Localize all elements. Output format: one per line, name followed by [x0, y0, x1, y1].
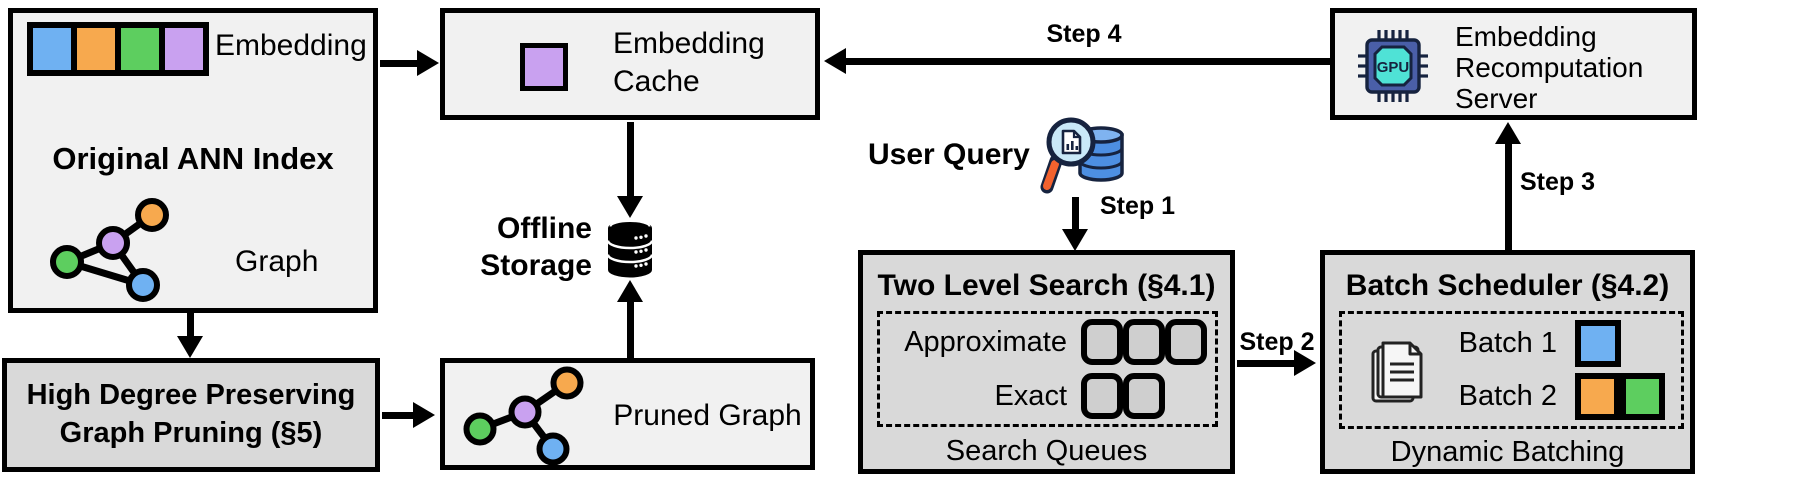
graph-pruning-title-line1: High Degree Preserving [26, 379, 356, 411]
approximate-label: Approximate [904, 325, 1067, 358]
arrow-cache-to-storage-shaft [627, 122, 634, 198]
arrow-step2-head [1294, 350, 1316, 376]
offline-storage-label-line1: Offline [497, 212, 592, 245]
batch-scheduler-title: Batch Scheduler (§4.2) [1345, 269, 1670, 302]
user-query-label: User Query [868, 138, 1030, 171]
embedding-vector-strip [27, 22, 209, 76]
original-graph-icon [50, 198, 169, 302]
arrow-step4-shaft [845, 58, 1330, 65]
arrow-pruned-to-storage-head [617, 280, 643, 302]
embedding-cell-orange [77, 28, 115, 70]
exact-queue-squares [1081, 373, 1209, 419]
server-label-line2: Recomputation [1455, 52, 1644, 83]
step1-label: Step 1 [1100, 192, 1176, 220]
pruned-graph-label: Pruned Graph [613, 399, 802, 432]
batch-scheduler-box: Batch Scheduler (§4.2) Batch 1 [1320, 250, 1695, 474]
batch1-squares [1575, 320, 1665, 367]
arrow-ann-to-pruning-shaft [187, 313, 194, 339]
search-queues-zone: Approximate Exact [877, 311, 1218, 427]
batch1-square-blue [1575, 320, 1621, 367]
arrow-ann-to-pruning-head [177, 336, 203, 358]
embedding-cell-purple [165, 28, 203, 70]
offline-storage-database-icon [606, 220, 654, 278]
cached-embedding-square [520, 43, 568, 91]
user-query-icon [1040, 117, 1124, 194]
original-ann-index-box: Embedding Original ANN Index Graph [8, 8, 378, 313]
arrow-pruned-to-storage-shaft [627, 300, 634, 358]
arrow-ann-to-cache-head [417, 50, 439, 76]
arrow-step1-shaft [1072, 197, 1079, 231]
pruned-graph-box: Pruned Graph [440, 358, 815, 470]
arrow-ann-to-cache-shaft [380, 60, 420, 67]
arrow-pruning-to-pruned-head [413, 402, 435, 428]
server-label-line1: Embedding [1455, 21, 1597, 52]
approximate-queue-squares [1081, 319, 1209, 365]
two-level-search-box: Two Level Search (§4.1) Approximate Exac… [858, 250, 1235, 474]
recomputation-server-box: GPU Embedding Recomputation Server [1330, 8, 1697, 120]
two-level-search-title: Two Level Search (§4.1) [877, 269, 1216, 302]
queue-square [1123, 319, 1165, 365]
arrow-step2-shaft [1237, 360, 1297, 367]
batch2-square-orange [1575, 373, 1620, 420]
documents-icon [1371, 341, 1423, 403]
step3-label: Step 3 [1520, 168, 1596, 196]
arrow-step1-head [1062, 229, 1088, 251]
queue-square [1123, 373, 1165, 419]
graph-pruning-title-line2: Graph Pruning (§5) [59, 417, 323, 449]
arrow-pruning-to-pruned-shaft [382, 412, 416, 419]
batch1-label: Batch 1 [1458, 327, 1557, 359]
step4-label: Step 4 [1046, 20, 1122, 48]
embedding-cache-box: Embedding Cache [440, 8, 820, 120]
server-label-line3: Server [1455, 83, 1538, 114]
embedding-strip-label: Embedding [215, 29, 367, 62]
gpu-icon-label: GPU [1377, 59, 1410, 76]
arrow-step4-head [824, 48, 846, 74]
batch2-square-green [1620, 373, 1665, 420]
queue-square [1165, 319, 1207, 365]
queue-square [1081, 319, 1123, 365]
queue-square [1081, 373, 1123, 419]
arrow-cache-to-storage-head [617, 196, 643, 218]
batch2-label: Batch 2 [1458, 380, 1557, 412]
pruned-graph-icon [463, 366, 584, 465]
exact-label: Exact [994, 379, 1067, 412]
embedding-cache-label-line2: Cache [613, 65, 700, 98]
dynamic-batching-zone: Batch 1 Batch 2 [1339, 311, 1684, 429]
embedding-cell-blue [33, 28, 71, 70]
step2-label: Step 2 [1239, 328, 1315, 356]
gpu-icon: GPU [1358, 30, 1428, 102]
graph-label: Graph [235, 245, 319, 278]
dynamic-batching-footer: Dynamic Batching [1390, 436, 1625, 468]
graph-pruning-box: High Degree Preserving Graph Pruning (§5… [2, 358, 380, 472]
arrow-step3-head [1495, 122, 1521, 144]
embedding-cache-label-line1: Embedding [613, 27, 765, 60]
offline-storage-label-line2: Storage [480, 249, 592, 282]
search-queues-footer: Search Queues [945, 435, 1148, 467]
embedding-cell-green [121, 28, 159, 70]
batch2-squares [1575, 373, 1665, 420]
arrow-step3-shaft [1505, 142, 1512, 250]
original-ann-index-title: Original ANN Index [52, 141, 334, 176]
